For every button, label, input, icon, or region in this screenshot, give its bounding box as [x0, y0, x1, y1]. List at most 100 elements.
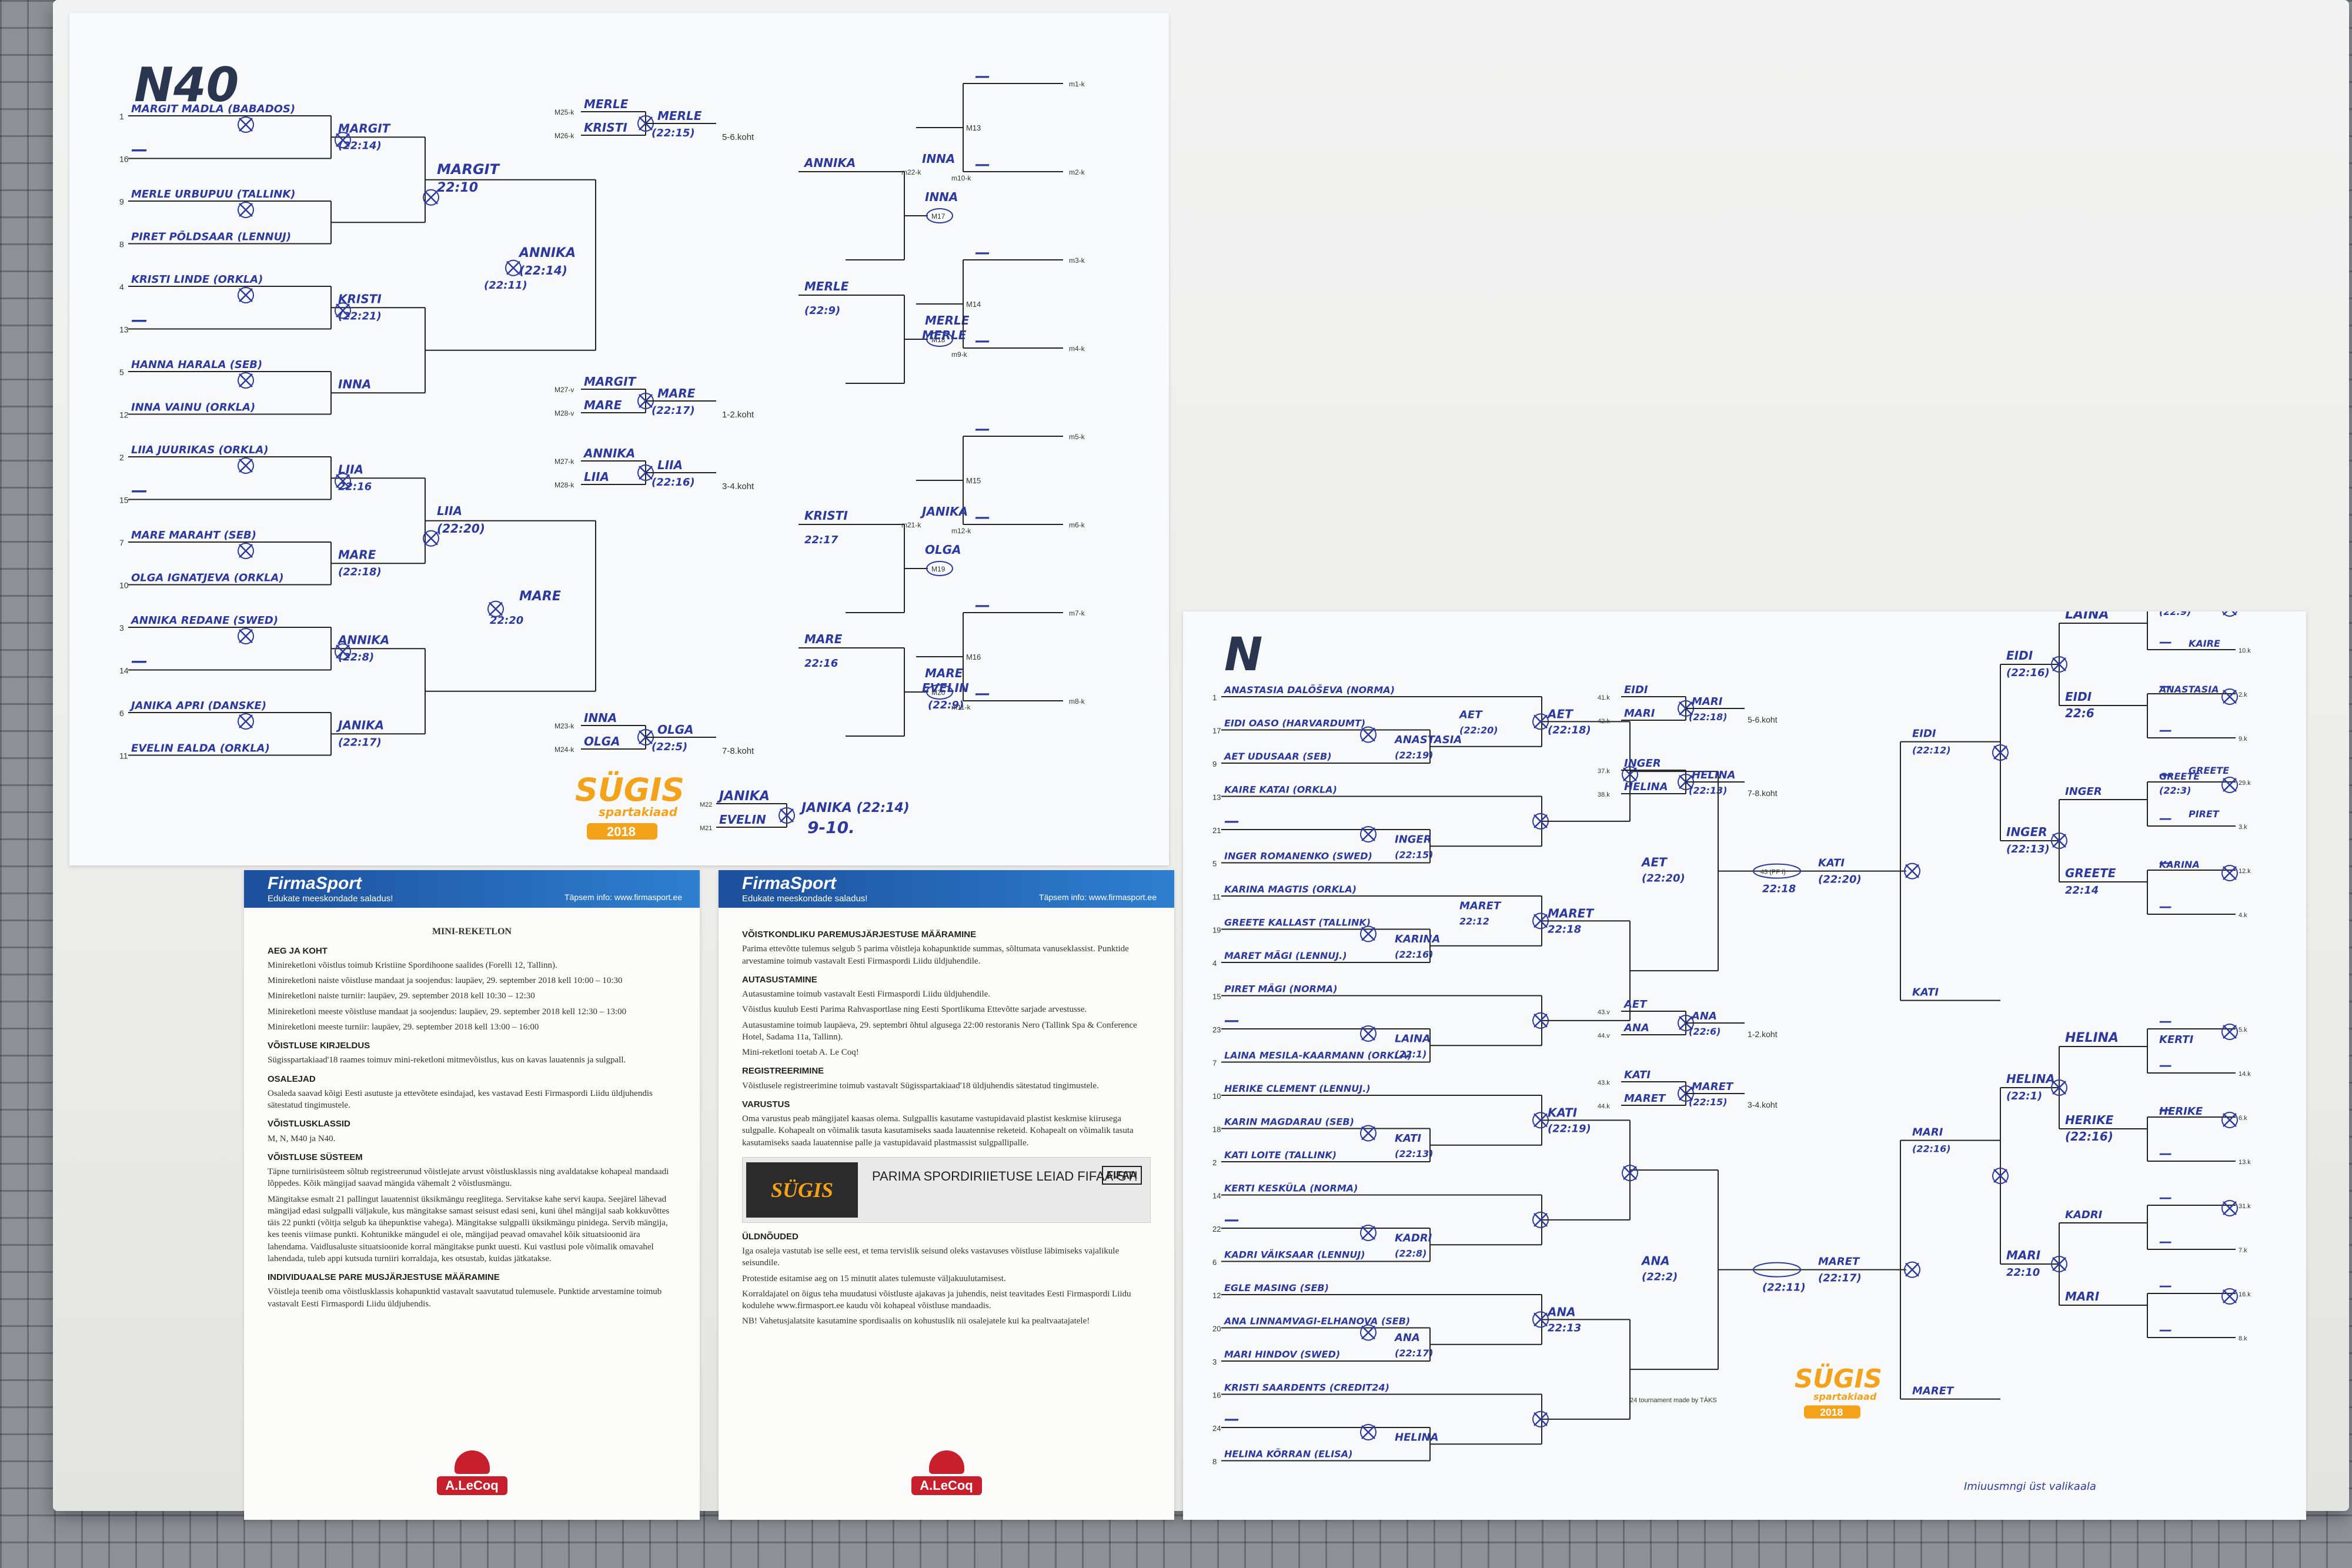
consolation-player: MARE: [804, 632, 843, 646]
placement-player: HELINA: [1624, 781, 1668, 793]
round3-winner: AET: [1641, 855, 1668, 870]
seed-number: 24: [1212, 1424, 1221, 1433]
empty-slot: —: [975, 509, 990, 526]
empty-slot: —: [2159, 767, 2172, 782]
sugis-logo-year: 2018: [1820, 1406, 1843, 1418]
entrant-name: KARIN MAGDARAU (SEB): [1224, 1116, 1354, 1128]
empty-slot: —: [2159, 1014, 2172, 1029]
match-label: m5-k: [1069, 433, 1085, 441]
placement-label: 3-4.koht: [1748, 1100, 1778, 1109]
round2-score: (22:19): [1548, 1122, 1591, 1135]
seed-number: 10: [1212, 1092, 1221, 1101]
match-label: M27-v: [554, 386, 574, 394]
sugis-logo-ribbon: [587, 823, 657, 840]
match-circle: [1360, 925, 1377, 942]
seed-number: 11: [1212, 892, 1221, 901]
seed-number: 6: [1212, 1258, 1217, 1267]
semi-score: (22:17): [1818, 1272, 1862, 1285]
placement-score: (22:6): [1689, 1026, 1720, 1037]
consolation-winner: INNA: [925, 190, 958, 204]
match-circle: [2221, 1288, 2238, 1305]
entrant-name: KRISTI SAARDENTS (CREDIT24): [1224, 1382, 1389, 1393]
placement-score: (22:5): [652, 741, 687, 753]
round1-score: (22:16): [1395, 949, 1434, 960]
match-circle: [2051, 1256, 2067, 1272]
cross-mark: [1993, 1169, 2007, 1183]
cross-mark: [239, 714, 253, 728]
match-circle: [2221, 1112, 2238, 1128]
seed-number: 9: [1212, 760, 1217, 768]
match-label: m11-k: [951, 703, 971, 711]
match-label: 6.k: [2239, 1115, 2247, 1122]
match-label: M25-k: [554, 108, 574, 116]
entrant-name: —: [131, 310, 148, 330]
round1-score: 22:16: [338, 480, 372, 493]
cross-mark: [1534, 1412, 1548, 1426]
round3-score: 22:20: [490, 614, 523, 627]
placement-player: MARET: [1624, 1092, 1666, 1105]
match-label: M21: [700, 825, 712, 832]
cross-mark: [424, 190, 438, 205]
match-number: M15: [966, 476, 981, 485]
match-circle: [2051, 656, 2067, 673]
sugis-logo-word: SÜGIS: [575, 771, 684, 808]
flyer-paragraph: Võistleja teenib oma võistlusklassis koh…: [268, 1287, 662, 1309]
empty-slot: —: [2159, 855, 2172, 870]
match-number: M14: [966, 300, 981, 309]
cross-mark: [336, 303, 350, 318]
round1-winner: JANIKA: [336, 718, 384, 732]
entrant-name: INNA VAINU (ORKLA): [131, 402, 255, 414]
match-label: m22-k: [901, 168, 921, 176]
round1-score: (22:8): [338, 651, 374, 663]
entrant-name: EVELIN EALDA (ORKLA): [131, 743, 270, 755]
consolation-player: INNA: [922, 152, 955, 166]
match-label: M26-k: [554, 132, 574, 140]
flyer-info: Täpsem info: www.firmasport.ee: [564, 892, 682, 902]
match-circle: [2221, 777, 2238, 793]
match-circle: [238, 202, 254, 218]
seed-number: 17: [1212, 727, 1221, 735]
seed-number: 5: [119, 367, 124, 377]
entrant-name: AET UDUSAAR (SEB): [1223, 751, 1332, 762]
placement-player: EIDI: [1624, 684, 1648, 696]
entrant-name: LIIA JUURIKAS (ORKLA): [131, 444, 269, 456]
seed-number: 3: [1212, 1358, 1217, 1366]
cross-mark: [2223, 1289, 2237, 1303]
final-player: EVELIN: [719, 813, 766, 827]
banner-text: PARIMA SPORDIRIIETUSE LEIAD FIFAA-ST!: [872, 1168, 1138, 1183]
match-number: M19: [931, 565, 946, 573]
handwritten-note: Imiuusmngi üst valikaala: [1964, 1480, 2096, 1493]
consolation-player: KAIRE: [2189, 638, 2220, 649]
empty-slot: —: [2159, 1279, 2172, 1293]
cross-mark: [2052, 1257, 2066, 1271]
n-title: N: [1224, 628, 1262, 681]
entrant-name: OLGA IGNATJEVA (ORKLA): [131, 572, 284, 584]
round2-score: (22:20): [437, 521, 485, 536]
round2-winner: ANA: [1546, 1305, 1576, 1319]
match-number: M17: [931, 212, 946, 220]
cross-mark: [239, 288, 253, 302]
flyer-paragraph: Minireketloni meeste võistluse mandaat j…: [268, 1007, 627, 1017]
entrant-name: HELINA KÕRRAN (ELISA): [1224, 1449, 1352, 1460]
cross-mark: [239, 118, 253, 132]
flyer-paragraph: Mini-reketloni toetab A. Le Coq!: [742, 1048, 859, 1057]
seed-number: 4: [1212, 959, 1217, 968]
flyer-rules: FirmaSport Edukate meeskondade saladus! …: [719, 870, 1174, 1520]
match-circle: [1360, 1225, 1377, 1241]
placement-score: (22:16): [652, 476, 695, 489]
match-circle: [335, 473, 351, 490]
round1-winner: KARINA: [1395, 933, 1440, 945]
placement-player: MARI: [1624, 707, 1655, 720]
consolation-score: 22:16: [804, 657, 838, 670]
match-circle: [487, 600, 504, 617]
cross-mark: [1361, 1226, 1375, 1240]
flyer-section-heading: ÜLDNÕUDED: [742, 1231, 799, 1242]
consolation-score: (22:13): [2006, 843, 2050, 855]
round1-score: 22:12: [1459, 915, 1489, 927]
cross-mark: [2223, 1113, 2237, 1127]
round1-score: (22:13): [1395, 1148, 1434, 1159]
flyer-section-heading: VÕISTLUSKLASSID: [268, 1119, 350, 1129]
seed-number: 23: [1212, 1025, 1221, 1034]
flyer-paragraph: Minireketloni meeste turniir: laupäev, 2…: [268, 1022, 539, 1032]
match-circle: [238, 628, 254, 644]
